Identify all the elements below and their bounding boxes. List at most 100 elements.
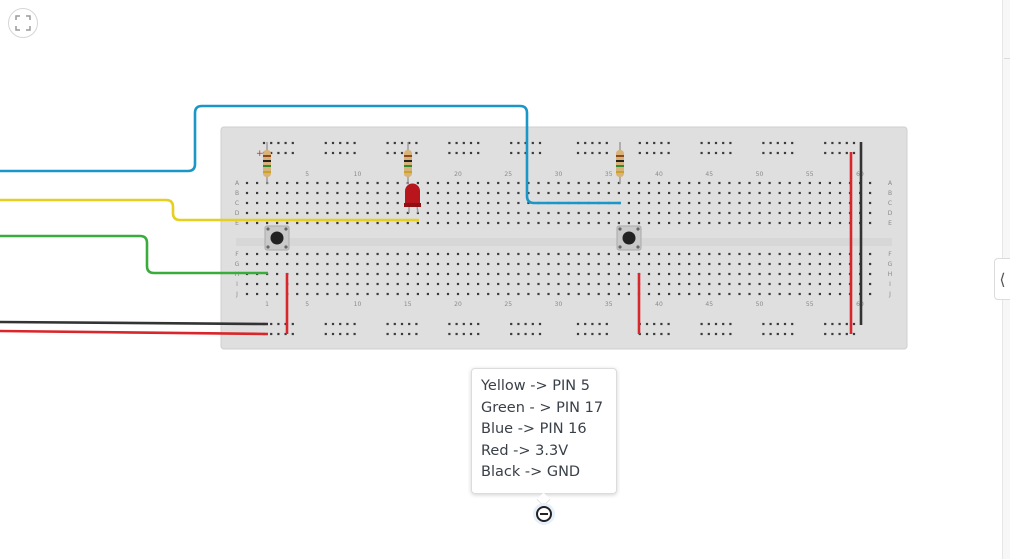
breadboard-hole[interactable] bbox=[510, 141, 513, 145]
breadboard-hole[interactable] bbox=[306, 211, 309, 215]
breadboard-hole[interactable] bbox=[245, 191, 249, 195]
breadboard-hole[interactable] bbox=[477, 201, 480, 205]
breadboard-hole[interactable] bbox=[306, 181, 309, 185]
breadboard-hole[interactable] bbox=[510, 332, 513, 336]
breadboard-hole[interactable] bbox=[645, 141, 649, 145]
breadboard-hole[interactable] bbox=[393, 141, 396, 145]
breadboard-hole[interactable] bbox=[728, 282, 731, 286]
breadboard-hole[interactable] bbox=[557, 252, 560, 256]
breadboard-hole[interactable] bbox=[426, 181, 429, 185]
breadboard-hole[interactable] bbox=[547, 221, 550, 225]
breadboard-hole[interactable] bbox=[769, 151, 772, 155]
breadboard-hole[interactable] bbox=[517, 221, 520, 225]
breadboard-hole[interactable] bbox=[845, 322, 848, 326]
breadboard-hole[interactable] bbox=[306, 292, 309, 296]
breadboard-hole[interactable] bbox=[729, 332, 732, 336]
breadboard-hole[interactable] bbox=[436, 272, 440, 276]
breadboard-hole[interactable] bbox=[647, 221, 651, 225]
breadboard-hole[interactable] bbox=[778, 191, 781, 195]
breadboard-hole[interactable] bbox=[768, 292, 771, 296]
breadboard-hole[interactable] bbox=[587, 282, 590, 286]
breadboard-hole[interactable] bbox=[517, 252, 520, 256]
breadboard-hole[interactable] bbox=[286, 211, 289, 215]
breadboard-hole[interactable] bbox=[577, 272, 580, 276]
breadboard-hole[interactable] bbox=[467, 191, 470, 195]
breadboard-hole[interactable] bbox=[406, 262, 409, 266]
breadboard-hole[interactable] bbox=[678, 221, 681, 225]
breadboard-hole[interactable] bbox=[426, 292, 429, 296]
breadboard-hole[interactable] bbox=[353, 151, 356, 155]
breadboard-hole[interactable] bbox=[339, 322, 342, 326]
breadboard-hole[interactable] bbox=[700, 151, 703, 155]
breadboard-hole[interactable] bbox=[668, 282, 671, 286]
breadboard-hole[interactable] bbox=[256, 211, 259, 215]
breadboard-hole[interactable] bbox=[838, 141, 841, 145]
breadboard-hole[interactable] bbox=[748, 191, 751, 195]
breadboard-hole[interactable] bbox=[668, 181, 671, 185]
breadboard-hole[interactable] bbox=[758, 191, 761, 195]
breadboard-hole[interactable] bbox=[738, 262, 741, 266]
breadboard-hole[interactable] bbox=[436, 262, 440, 266]
breadboard-hole[interactable] bbox=[510, 322, 513, 326]
resistor-3[interactable] bbox=[616, 142, 624, 184]
breadboard-hole[interactable] bbox=[531, 141, 534, 145]
breadboard-hole[interactable] bbox=[647, 272, 651, 276]
breadboard-hole[interactable] bbox=[788, 292, 791, 296]
breadboard-hole[interactable] bbox=[828, 252, 831, 256]
breadboard-hole[interactable] bbox=[406, 211, 409, 215]
breadboard-hole[interactable] bbox=[722, 332, 725, 336]
breadboard-hole[interactable] bbox=[507, 292, 510, 296]
breadboard-hole[interactable] bbox=[296, 191, 299, 195]
breadboard-hole[interactable] bbox=[524, 141, 527, 145]
breadboard-hole[interactable] bbox=[326, 211, 329, 215]
breadboard-hole[interactable] bbox=[776, 141, 779, 145]
breadboard-hole[interactable] bbox=[537, 211, 540, 215]
breadboard-hole[interactable] bbox=[698, 211, 701, 215]
breadboard-hole[interactable] bbox=[758, 282, 761, 286]
breadboard-hole[interactable] bbox=[346, 292, 349, 296]
breadboard-hole[interactable] bbox=[869, 211, 872, 215]
breadboard-hole[interactable] bbox=[538, 332, 542, 336]
breadboard-hole[interactable] bbox=[598, 322, 601, 326]
breadboard-hole[interactable] bbox=[393, 332, 396, 336]
breadboard-hole[interactable] bbox=[617, 221, 620, 225]
breadboard-hole[interactable] bbox=[660, 141, 663, 145]
breadboard-hole[interactable] bbox=[758, 272, 761, 276]
breadboard-hole[interactable] bbox=[808, 191, 811, 195]
breadboard-hole[interactable] bbox=[668, 292, 671, 296]
breadboard-hole[interactable] bbox=[276, 272, 279, 276]
breadboard-hole[interactable] bbox=[869, 191, 872, 195]
breadboard-hole[interactable] bbox=[627, 201, 630, 205]
breadboard-hole[interactable] bbox=[718, 181, 721, 185]
breadboard-hole[interactable] bbox=[284, 332, 287, 336]
breadboard-hole[interactable] bbox=[668, 221, 671, 225]
breadboard-hole[interactable] bbox=[524, 322, 527, 326]
breadboard-hole[interactable] bbox=[538, 322, 542, 326]
breadboard-hole[interactable] bbox=[597, 211, 600, 215]
breadboard-hole[interactable] bbox=[627, 282, 630, 286]
breadboard-hole[interactable] bbox=[277, 141, 280, 145]
breadboard-hole[interactable] bbox=[607, 262, 610, 266]
breadboard-hole[interactable] bbox=[688, 282, 691, 286]
breadboard-hole[interactable] bbox=[587, 221, 590, 225]
breadboard-hole[interactable] bbox=[778, 282, 781, 286]
breadboard-hole[interactable] bbox=[415, 322, 418, 326]
breadboard-hole[interactable] bbox=[416, 252, 419, 256]
breadboard-hole[interactable] bbox=[791, 151, 794, 155]
breadboard-hole[interactable] bbox=[306, 272, 309, 276]
breadboard-hole[interactable] bbox=[718, 201, 721, 205]
breadboard-hole[interactable] bbox=[386, 211, 389, 215]
breadboard-hole[interactable] bbox=[324, 151, 327, 155]
breadboard-hole[interactable] bbox=[597, 272, 600, 276]
breadboard-hole[interactable] bbox=[477, 272, 480, 276]
fit-to-view-button[interactable] bbox=[8, 8, 38, 38]
breadboard-hole[interactable] bbox=[517, 322, 520, 326]
breadboard-hole[interactable] bbox=[584, 332, 587, 336]
breadboard-hole[interactable] bbox=[245, 211, 249, 215]
breadboard-hole[interactable] bbox=[788, 252, 791, 256]
breadboard-hole[interactable] bbox=[818, 201, 821, 205]
breadboard-hole[interactable] bbox=[657, 272, 661, 276]
breadboard-hole[interactable] bbox=[467, 201, 470, 205]
breadboard-hole[interactable] bbox=[408, 141, 411, 145]
breadboard-hole[interactable] bbox=[791, 141, 794, 145]
